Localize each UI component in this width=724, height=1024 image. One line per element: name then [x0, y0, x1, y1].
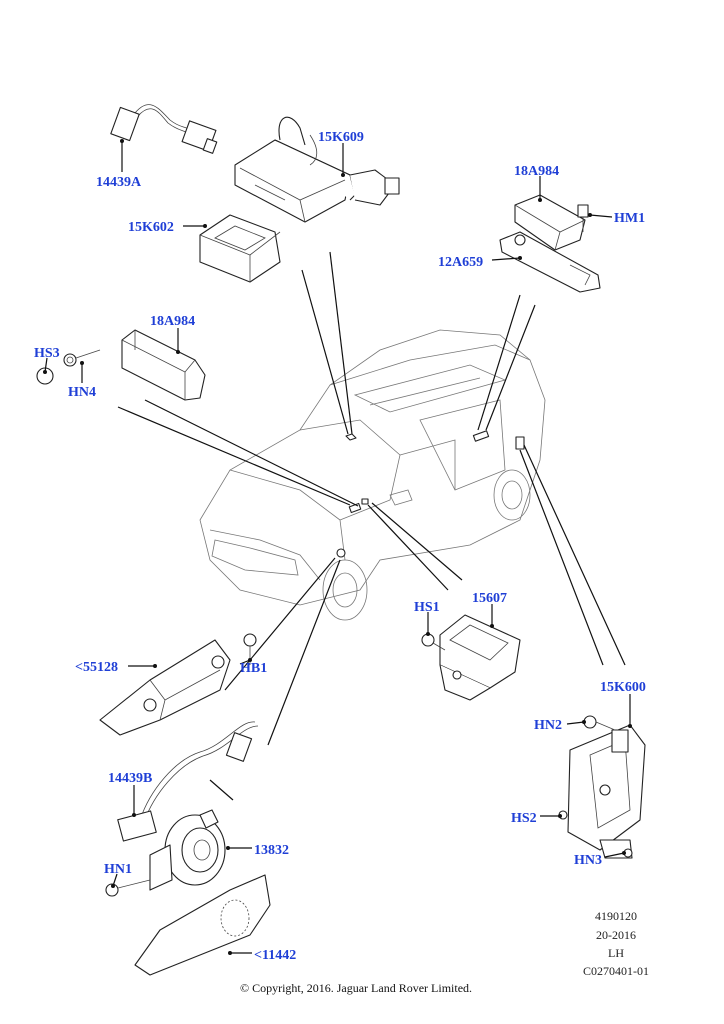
- meta-line-4: C0270401-01: [583, 964, 649, 978]
- harness-14439b: [117, 721, 259, 842]
- harness-14439a: [110, 104, 218, 154]
- label-hn2[interactable]: HN2: [534, 718, 562, 733]
- vehicle-illustration: [199, 329, 546, 621]
- bracket-12a659: [499, 231, 601, 293]
- meta-line-3: LH: [608, 946, 624, 960]
- copyright-notice: © Copyright, 2016. Jaguar Land Rover Lim…: [240, 981, 472, 995]
- module-15k600: [558, 715, 646, 859]
- label-hs3[interactable]: HS3: [34, 346, 60, 361]
- module-15607: [421, 614, 521, 701]
- label-14439b[interactable]: 14439B: [108, 771, 152, 786]
- label-15k600[interactable]: 15K600: [600, 680, 646, 695]
- label-18a984-mid[interactable]: 18A984: [150, 314, 195, 329]
- label-15k609[interactable]: 15K609: [318, 130, 364, 145]
- module-15k609: [234, 116, 400, 223]
- label-hn4[interactable]: HN4: [68, 385, 96, 400]
- label-hn3[interactable]: HN3: [574, 853, 602, 868]
- part-labels: 14439A 15K609 15K602 18A984 HM1 12A659 1…: [34, 130, 646, 963]
- bracket-55128: [99, 633, 257, 736]
- label-15607[interactable]: 15607: [472, 591, 507, 606]
- label-18a984-top[interactable]: 18A984: [514, 164, 559, 179]
- bracket-18a984-mid: [121, 329, 206, 401]
- meta-line-2: 20-2016: [596, 928, 636, 942]
- label-hs2[interactable]: HS2: [511, 811, 537, 826]
- module-15k602: [199, 214, 281, 283]
- label-14439a[interactable]: 14439A: [96, 175, 142, 190]
- label-hm1[interactable]: HM1: [614, 211, 645, 226]
- label-12a659[interactable]: 12A659: [438, 255, 483, 270]
- leader-lines: [117, 251, 626, 801]
- drawing-metadata: 4190120 20-2016 LH C0270401-01 © Copyrig…: [240, 909, 649, 995]
- label-11442[interactable]: <11442: [254, 948, 296, 963]
- meta-line-1: 4190120: [595, 909, 637, 923]
- label-15k602[interactable]: 15K602: [128, 220, 174, 235]
- module-18a984-top: [514, 194, 589, 251]
- label-hn1[interactable]: HN1: [104, 862, 132, 877]
- label-hs1[interactable]: HS1: [414, 600, 440, 615]
- label-13832[interactable]: 13832: [254, 843, 289, 858]
- horn-13832: [105, 809, 226, 897]
- label-hb1[interactable]: HB1: [240, 661, 267, 676]
- shield-11442: [134, 874, 271, 976]
- label-55128[interactable]: <55128: [75, 660, 118, 675]
